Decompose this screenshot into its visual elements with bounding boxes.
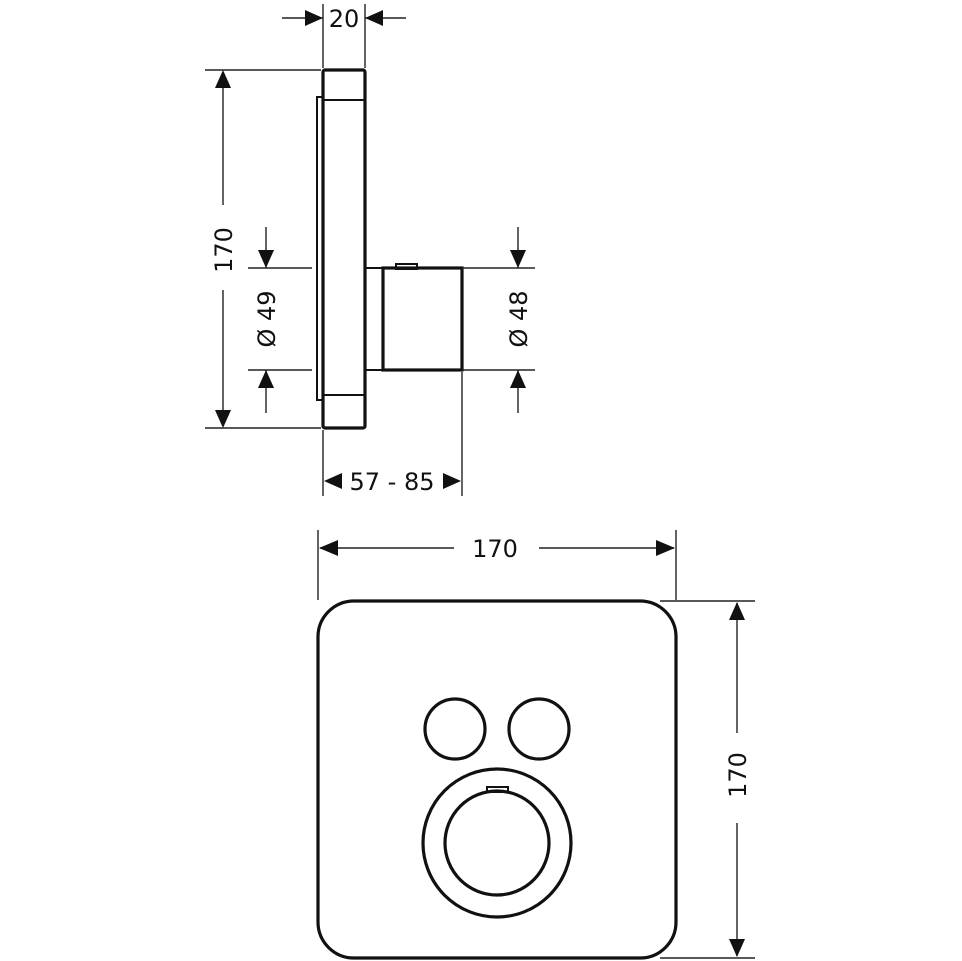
cover-plate-side [321,68,367,430]
front-view: 170 170 [316,530,755,960]
knob-marker [395,263,418,270]
knob-body [381,266,464,372]
button-right [507,697,571,761]
dimension-width-front: 170 [317,530,677,600]
button-left [423,697,487,761]
cover-plate-front [316,599,678,960]
back-plate-side [316,96,324,401]
knob-stem [364,267,384,371]
knob-marker-front [486,786,509,793]
dim-label-projection: 57 - 85 [350,468,435,496]
thermostat-ring [421,767,573,919]
dim-label-height-side: 170 [210,227,238,273]
thermostat-knob [443,789,551,897]
dim-label-height-front: 170 [724,752,752,798]
dimension-height-front: 170 [660,600,755,959]
dimension-diameter-49: Ø 49 [248,227,312,413]
dimension-depth-20: 20 [282,4,406,68]
dimension-diameter-48: Ø 48 [462,227,535,413]
dim-label-diameter-49: Ø 49 [253,290,281,347]
side-view: 20 170 Ø 49 [205,4,535,496]
dimension-projection: 57 - 85 [322,372,463,496]
dimension-height-side: 170 [205,69,321,429]
dim-label-width-front: 170 [472,535,518,563]
dim-label-diameter-48: Ø 48 [505,290,533,347]
dim-label-depth: 20 [329,5,360,33]
